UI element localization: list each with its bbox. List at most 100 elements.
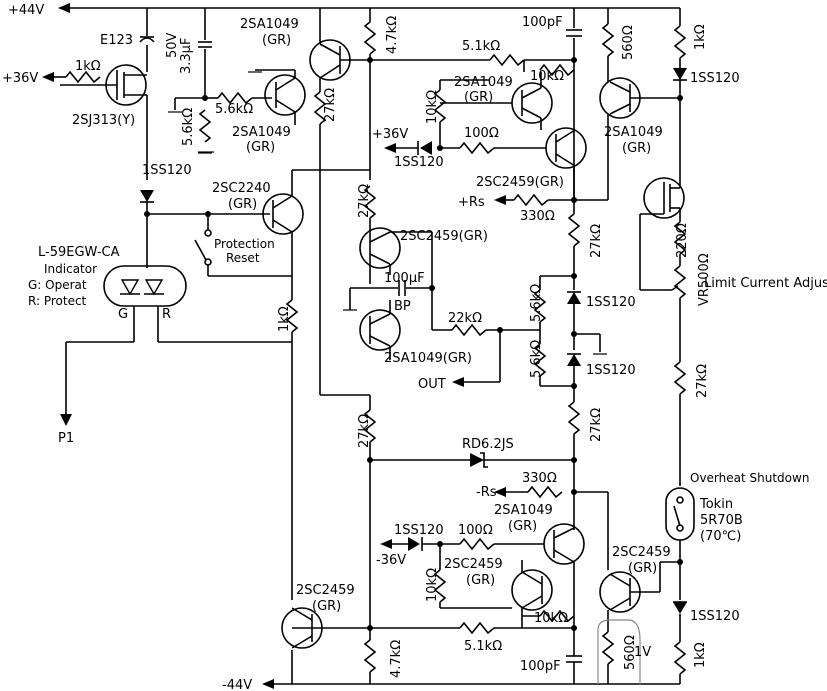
r27k-f-label: 27kΩ (589, 408, 604, 442)
r330-bot-label: 330Ω (522, 471, 557, 486)
d-1ss120-right-bot-label: 1SS120 (690, 609, 740, 624)
r100-top-label: 100Ω (464, 126, 499, 141)
overheat-label: Overheat Shutdown (690, 471, 809, 485)
q-2sa1049-right-gr: (GR) (622, 141, 651, 156)
plus-rs-label: +Rs (458, 195, 485, 210)
q-2sa1049-top: 2SA1049 (GR) 27kΩ (240, 8, 370, 395)
d-1ss120-bot-label: 1SS120 (394, 523, 444, 538)
driver-top: 100pF 5.1kΩ 2SA1049 (GR) 10kΩ 10kΩ 100Ω … (372, 8, 582, 200)
r1k-top-label: 1kΩ (75, 59, 101, 74)
pos44-label: +44V (8, 3, 44, 18)
right-bottom-stage: 2SC2459 (GR) 560Ω 1V (597, 545, 680, 684)
r47k-top-label: 4.7kΩ (385, 16, 400, 54)
led-label: L-59EGW-CA (38, 245, 120, 260)
bp-label: BP (394, 299, 411, 314)
pin-r-label: R (162, 307, 171, 322)
q-2sc2459-left-gr: (GR) (312, 599, 341, 614)
c100pf-bot-label: 100pF (520, 659, 561, 674)
q-2sa1049-a: 2SA1049 (GR) (232, 69, 306, 155)
zener-rd62: RD6.2JS (370, 437, 574, 468)
r27k-a-label: 27kΩ (323, 88, 338, 122)
rd62-label: RD6.2JS (462, 437, 514, 452)
d-1ss120-c1-label: 1SS120 (586, 295, 636, 310)
fet-label: 2SJ313(Y) (72, 113, 135, 128)
r560-top-label: 560Ω (621, 25, 636, 60)
r22k-label: 22kΩ (448, 311, 482, 326)
protection-reset-switch: Protection Reset (194, 211, 292, 277)
bias-network: 27kΩ 1SS120 1SS120 5.6kΩ 5.6kΩ 27kΩ (529, 200, 636, 530)
r56k-d-label: 5.6kΩ (529, 340, 544, 378)
d-1ss120-left-label: 1SS120 (142, 163, 192, 178)
out-label: OUT (418, 377, 446, 392)
r27k-d-label: 27kΩ (695, 364, 710, 398)
q-2sc2459-right-label: 2SC2459 (612, 545, 671, 560)
pos36b-label: +36V (372, 127, 408, 142)
one-v-label: 1V (634, 645, 651, 660)
r56k-c-label: 5.6kΩ (529, 284, 544, 322)
r100-bot-label: 100Ω (458, 523, 493, 538)
q-2sc2459-top: 2SC2459(GR) +Rs 330Ω (458, 127, 608, 224)
tokin-label: Tokin (699, 497, 733, 512)
tokin-temp-label: (70℃) (700, 529, 741, 544)
d-1ss120-top-label: 1SS120 (394, 155, 444, 170)
g-operat-label: G: Operat (28, 278, 87, 292)
r27k-c-label: 27kΩ (589, 224, 604, 258)
q-2sa1049-bot-gr: (GR) (508, 519, 537, 534)
r51k-top-label: 5.1kΩ (462, 39, 500, 54)
led-indicator: L-59EGW-CA Indicator G: Operat R: Protec… (28, 245, 292, 446)
right-column: 1kΩ 1SS120 220Ω VR500Ω Limit Current Adj… (639, 8, 827, 684)
neg36-label: -36V (376, 553, 406, 568)
cap-100uf: 100μF BP (343, 232, 435, 330)
prot-reset-2: Reset (226, 251, 260, 265)
q-2sc2240-label: 2SC2240 (212, 181, 271, 196)
column-370: 4.7kΩ 27kΩ 27kΩ (357, 8, 490, 628)
q-2sc2240-gr: (GR) (228, 197, 257, 212)
cap-50v-label: 50V (165, 32, 180, 58)
q-2sa1049-mid-label: 2SA1049 (454, 75, 513, 90)
positive-rail: +44V (8, 3, 680, 18)
c100uf-label: 100μF (384, 271, 425, 286)
r56k-a-label: 5.6kΩ (215, 102, 253, 117)
q-2sa1049-bot-label: 2SA1049 (494, 503, 553, 518)
q-2sc2459-top-label: 2SC2459(GR) (476, 175, 564, 190)
r1k-mid-label: 1kΩ (277, 306, 292, 332)
q-2sc2459-bot-gr: (GR) (466, 573, 495, 588)
cap-33uf: 50V 3.3μF (165, 8, 214, 153)
bias-resistors: 5.6kΩ 5.6kΩ (168, 91, 272, 154)
q-2sa1049-center-label: 2SA1049(GR) (384, 351, 472, 366)
prot-reset-1: Protection (214, 237, 275, 251)
pos36-label: +36V (2, 71, 38, 86)
r10k-d-label: 10kΩ (534, 611, 568, 626)
q-2sa1049-a-label: 2SA1049 (232, 125, 291, 140)
q-2sa1049-top-label: 2SA1049 (240, 17, 299, 32)
q-2sa1049-top-gr: (GR) (262, 33, 291, 48)
r56k-b-label: 5.6kΩ (181, 108, 196, 146)
q-2sa1049-center: 2SA1049(GR) 22kΩ OUT (359, 300, 540, 392)
r10k-b-label: 10kΩ (425, 90, 440, 124)
negative-rail: -44V (222, 678, 680, 691)
r330-top-label: 330Ω (520, 209, 555, 224)
left-bottom-stage: 2SC2459 (GR) 4.7kΩ (281, 583, 404, 684)
r560-bot-label: 560Ω (623, 635, 638, 670)
right-top-stage: 560Ω 2SA1049 (GR) (599, 8, 680, 200)
q-2sa1049-right-label: 2SA1049 (604, 125, 663, 140)
q-2sc2459-right-gr: (GR) (628, 561, 657, 576)
driver-bottom: -Rs 330Ω 2SA1049 (GR) -36V 1SS120 100Ω 1… (292, 471, 609, 684)
r27k-b-label: 27kΩ (357, 184, 372, 218)
fet-section: E123 +36V 1kΩ 2SJ313(Y) 1SS120 (2, 8, 270, 268)
c100pf-top-label: 100pF (522, 15, 563, 30)
r27k-e-label: 27kΩ (357, 414, 372, 448)
q-2sa1049-mid-gr: (GR) (464, 90, 493, 105)
q-2sc2459-bot-label: 2SC2459 (444, 557, 503, 572)
d-1ss120-right-top-label: 1SS120 (690, 71, 740, 86)
r1k-right-bot-label: 1kΩ (693, 642, 708, 668)
q-2sc2459-center: 2SC2459(GR) (359, 227, 488, 284)
r1k-right-top-label: 1kΩ (693, 24, 708, 50)
r10k-a-label: 10kΩ (530, 69, 564, 84)
r51k-bot-label: 5.1kΩ (464, 639, 502, 654)
pin-g-label: G (118, 307, 128, 322)
d-1ss120-c2-label: 1SS120 (586, 363, 636, 378)
vr500-label: VR500Ω (697, 253, 712, 306)
indicator-label: Indicator (44, 262, 97, 276)
